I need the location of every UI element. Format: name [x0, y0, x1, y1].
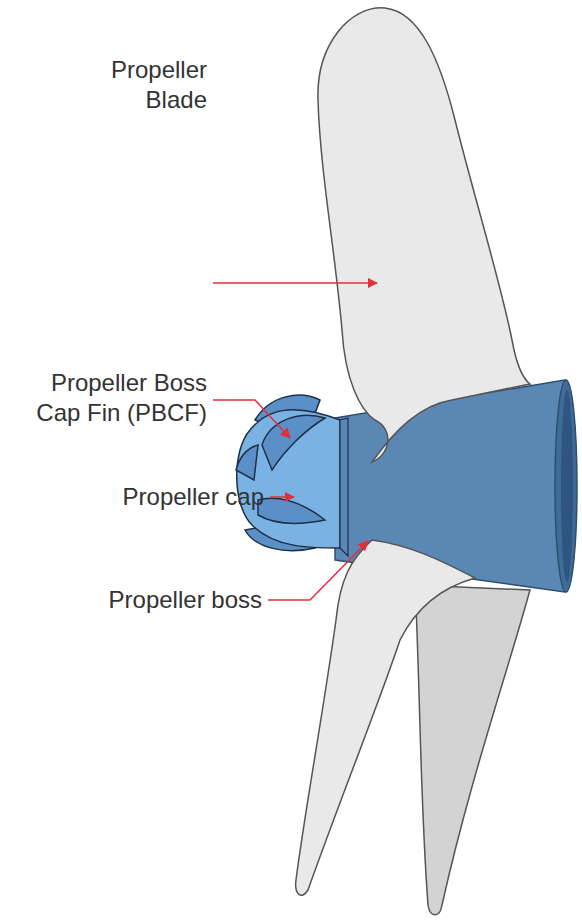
part-label: Propeller boss	[109, 585, 262, 615]
leader-line	[268, 541, 368, 600]
boss-bore	[561, 390, 573, 582]
cap-rim	[340, 418, 348, 556]
boss-cap-fin	[258, 498, 325, 523]
part-label: Propeller Blade	[72, 55, 207, 115]
leader-line	[213, 282, 377, 284]
boss-cap-fin	[236, 445, 258, 480]
leader-line	[270, 496, 294, 498]
boss-cap-fin	[262, 415, 325, 470]
propeller-cap	[237, 410, 340, 548]
propeller-blade-lower	[296, 540, 475, 895]
part-label: Propeller cap	[123, 482, 264, 512]
part-label: Propeller Boss Cap Fin (PBCF)	[12, 368, 207, 428]
propeller-blade-rear	[415, 585, 530, 915]
boss-end-face	[555, 380, 577, 592]
leader-line	[213, 400, 290, 438]
propeller-blade-upper	[318, 8, 530, 462]
